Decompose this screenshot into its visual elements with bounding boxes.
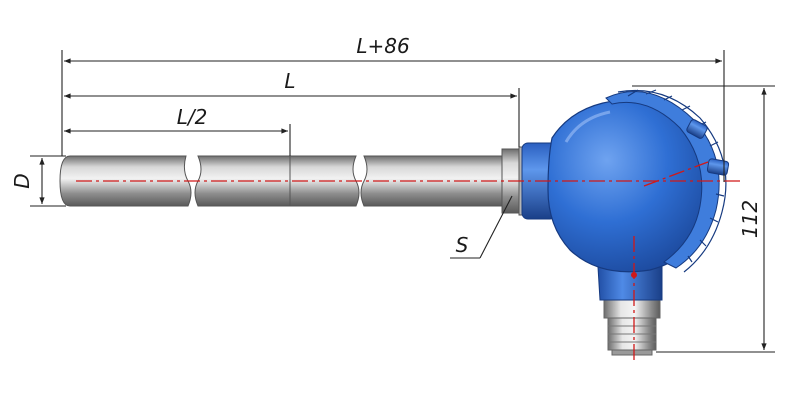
label-diameter: D [10,173,34,188]
dimension-length: L [64,69,520,147]
leader-wrench-size: S [450,195,513,259]
terminal-head [521,89,730,301]
label-total-length: L+86 [356,34,409,58]
label-half-length: L/2 [177,105,208,129]
cable-gland [603,295,661,356]
dimension-total-length: L+86 [61,34,725,182]
label-wrench-size: S [456,233,469,257]
dimension-half-length: L/2 [64,105,291,156]
label-length: L [284,69,295,93]
dimension-diameter: D [10,155,66,207]
dimension-head-height: 112 [632,85,775,353]
center-axis [76,161,740,360]
label-head-height: 112 [738,200,762,238]
